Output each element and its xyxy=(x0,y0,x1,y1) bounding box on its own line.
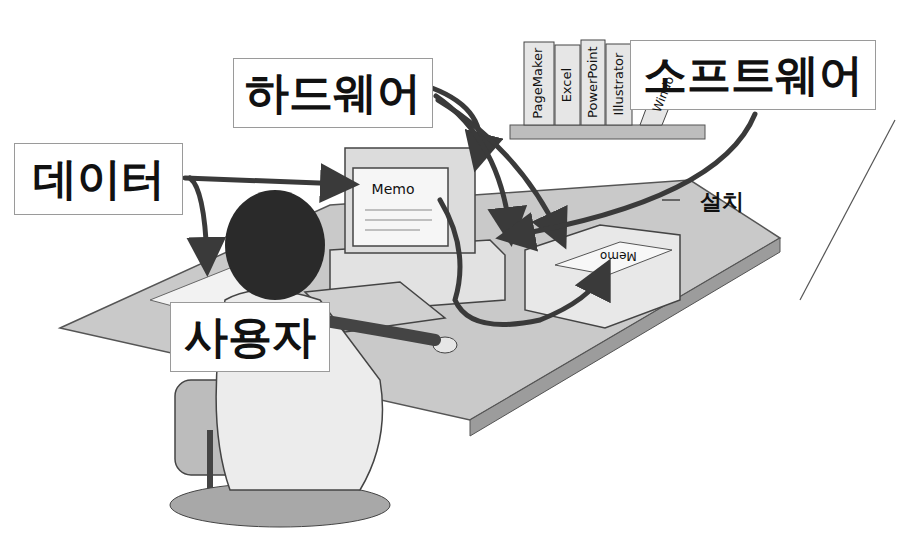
book xyxy=(555,45,580,125)
printer-paper xyxy=(555,242,672,275)
screen-line xyxy=(365,230,420,231)
book xyxy=(606,44,632,125)
book-title: Excel xyxy=(560,68,574,102)
leader-line xyxy=(662,199,680,201)
install-label: 설치 xyxy=(700,190,744,214)
arrow xyxy=(440,200,604,325)
book xyxy=(581,40,605,125)
book-title: PowerPoint xyxy=(586,46,600,118)
shelf xyxy=(510,125,705,139)
label-text: 데이터 xyxy=(33,155,165,203)
arrow xyxy=(185,178,345,184)
person-hair xyxy=(225,190,325,300)
screen xyxy=(353,168,448,246)
book-title: Illustrator xyxy=(612,53,626,116)
label-box: 사용자 xyxy=(170,302,330,372)
screen-line xyxy=(365,210,432,211)
arrow xyxy=(190,178,207,262)
book xyxy=(524,42,554,125)
printout-text: Memo xyxy=(600,249,637,262)
arrow xyxy=(510,114,755,236)
label-box: 하드웨어 xyxy=(233,58,433,128)
screen-text: Memo xyxy=(372,182,415,197)
label-box: 데이터 xyxy=(14,143,183,215)
label-text: 하드웨어 xyxy=(245,69,421,117)
wall-line xyxy=(800,120,895,300)
person-arm xyxy=(320,320,435,340)
label-text: 소프트웨어 xyxy=(643,51,863,99)
book-title: PageMaker xyxy=(532,47,546,118)
screen-line xyxy=(365,220,432,221)
desk-edge xyxy=(470,238,780,436)
arrow xyxy=(438,100,560,236)
label-text: 사용자 xyxy=(184,313,316,361)
